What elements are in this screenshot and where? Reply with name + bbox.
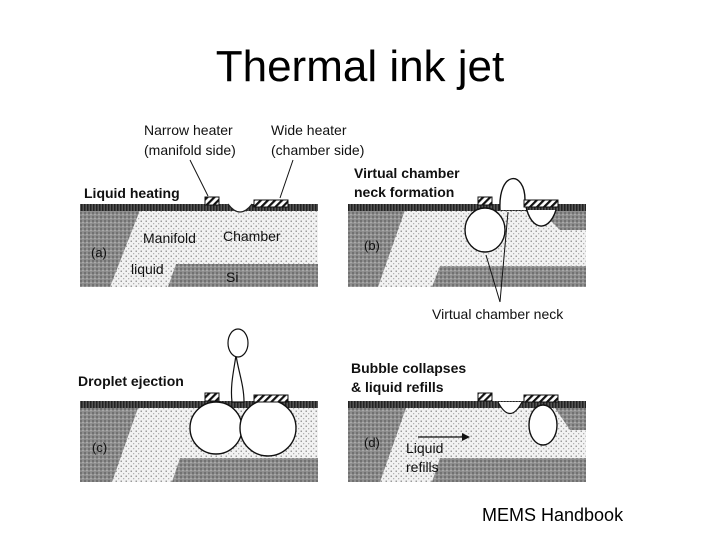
label-si: Si (226, 269, 238, 285)
wide-heater-d (523, 394, 559, 403)
wide-heater-c (253, 394, 289, 403)
leader-neck-2 (499, 211, 509, 303)
label-narrow-heater-2: (manifold side) (144, 142, 236, 158)
si-substrate-bottom-d (432, 458, 586, 482)
si-substrate-left-a (80, 210, 140, 287)
label-panel-c: (c) (92, 440, 107, 455)
si-substrate-bottom-b (432, 266, 586, 287)
panel-c-droplet-ejection (80, 328, 318, 482)
wide-heater-b (523, 199, 559, 208)
panel-d-bubble-collapse (348, 392, 586, 482)
label-panel-b: (b) (364, 238, 380, 253)
label-wide-heater-2: (chamber side) (271, 142, 364, 158)
leader-neck-1 (485, 254, 501, 303)
label-bubble-collapses-2: & liquid refills (351, 379, 444, 395)
si-substrate-left-d (348, 408, 406, 482)
panel-a-liquid-heating (80, 196, 318, 287)
leader-narrow-heater (189, 159, 209, 197)
label-liquid-refills-2: refills (406, 459, 439, 475)
label-narrow-heater-1: Narrow heater (144, 122, 233, 138)
si-substrate-bottom-c (172, 458, 318, 482)
ink-droplet-c (227, 328, 249, 358)
si-substrate-bottom-a (168, 264, 318, 287)
leader-wide-heater (279, 159, 294, 199)
source-footer: MEMS Handbook (482, 505, 624, 525)
label-liquid-refills-1: Liquid (406, 440, 443, 456)
bubble-b (464, 207, 506, 253)
narrow-heater-a (204, 196, 220, 206)
label-manifold: Manifold (143, 230, 196, 246)
narrow-heater-b (477, 196, 493, 206)
bubble-left-c (189, 401, 243, 455)
label-liquid-heating: Liquid heating (84, 185, 180, 201)
label-virtual-chamber-2: neck formation (354, 184, 454, 200)
label-virtual-chamber-neck: Virtual chamber neck (432, 306, 564, 322)
collapsing-bubble-d (528, 404, 558, 446)
label-wide-heater-1: Wide heater (271, 122, 347, 138)
wide-heater-a (253, 199, 289, 208)
si-substrate-left-b (348, 210, 405, 287)
narrow-heater-d (477, 392, 493, 402)
si-substrate-left-c (80, 408, 138, 482)
ink-column-c (230, 354, 245, 403)
nozzle-plate-b (348, 204, 586, 211)
nozzle-plate-a (80, 204, 318, 211)
label-panel-a: (a) (91, 245, 107, 260)
slide-title: Thermal ink jet (215, 42, 505, 91)
panel-b-neck-formation (348, 178, 586, 287)
bubble-right-c (239, 399, 297, 457)
label-bubble-collapses-1: Bubble collapses (351, 360, 466, 376)
nozzle-plate-c (80, 401, 318, 408)
meniscus-a (227, 203, 253, 213)
label-virtual-chamber-1: Virtual chamber (354, 165, 460, 181)
label-droplet-ejection: Droplet ejection (78, 373, 184, 389)
receding-meniscus-d (497, 401, 523, 415)
label-chamber: Chamber (223, 228, 281, 244)
narrow-heater-c (204, 392, 220, 402)
label-panel-d: (d) (364, 435, 380, 450)
label-liquid: liquid (131, 261, 164, 277)
nozzle-plate-d (348, 401, 586, 408)
